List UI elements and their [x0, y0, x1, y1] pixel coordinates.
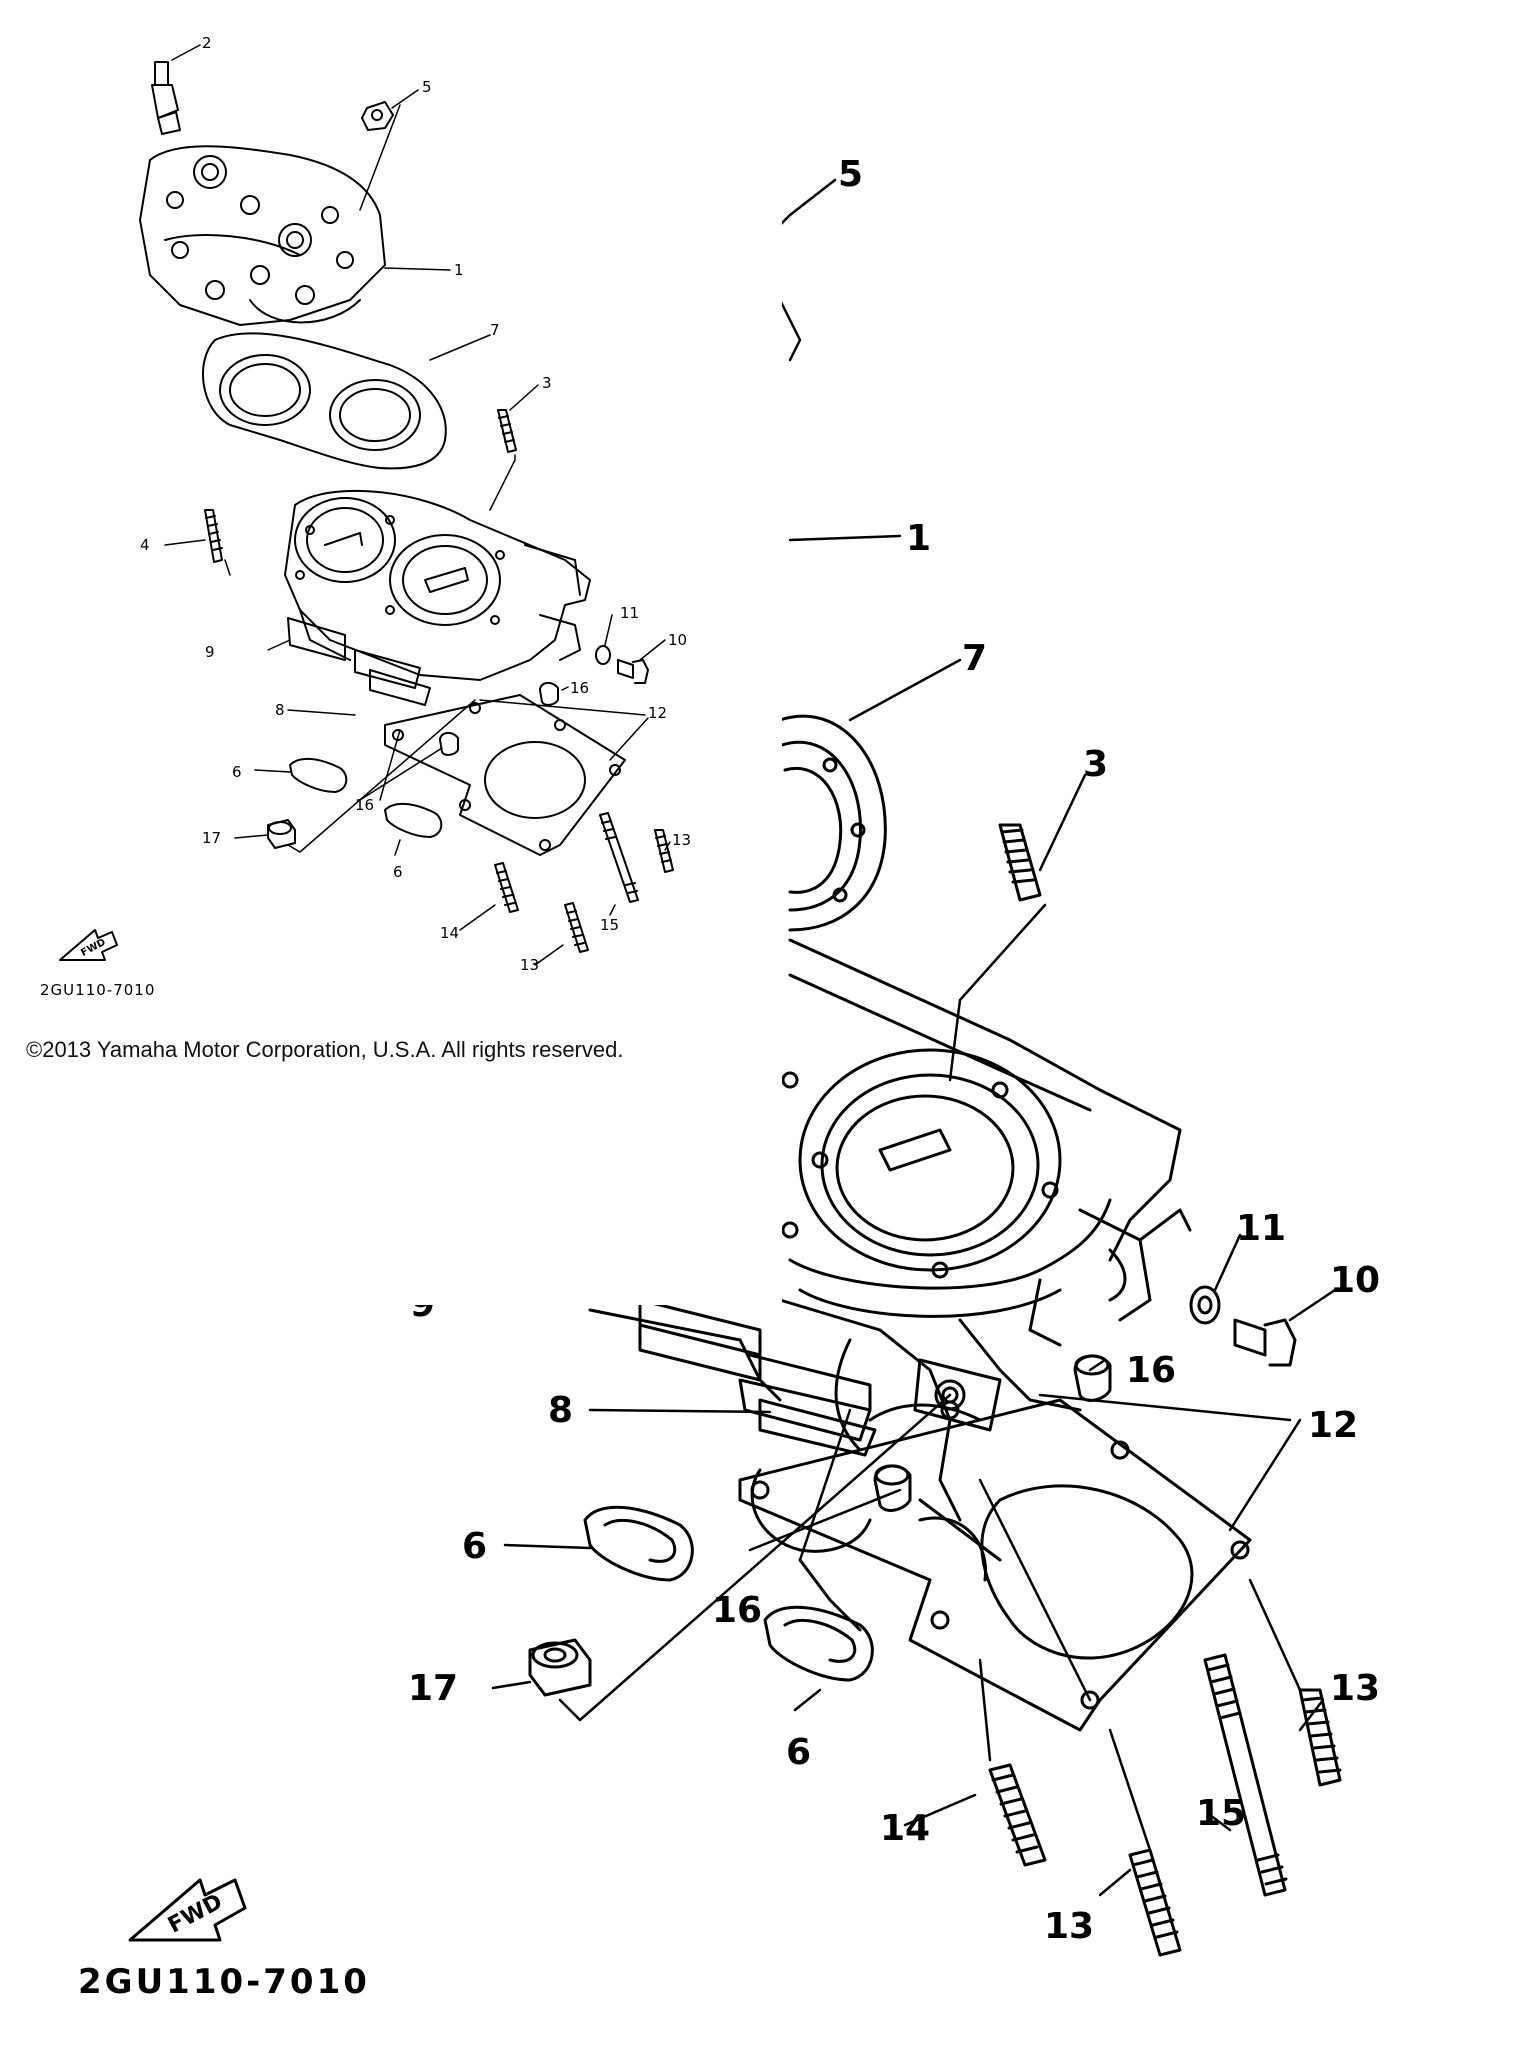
large-stud-13-bottom	[1128, 1848, 1182, 1957]
large-callout-12: 12	[1308, 1405, 1358, 1446]
large-callout-10: 10	[1330, 1260, 1380, 1301]
large-callout-8: 8	[548, 1390, 573, 1431]
large-callout-15: 15	[1196, 1793, 1246, 1834]
large-plate-6-upper	[583, 1505, 694, 1582]
large-plate-6-lower	[763, 1605, 874, 1682]
large-center-nut	[913, 1358, 1002, 1432]
large-callout-6-lower: 6	[786, 1732, 811, 1773]
large-callout-16-lower: 16	[712, 1590, 762, 1631]
large-callout-16-upper: 16	[1126, 1350, 1176, 1391]
large-diagram-code: 2GU110-7010	[78, 1962, 370, 2002]
large-dowel-16-upper	[1073, 1354, 1112, 1402]
large-fwd-arrow-icon	[128, 1878, 247, 1942]
large-callout-17: 17	[408, 1668, 458, 1709]
large-callout-13-right: 13	[1330, 1668, 1380, 1709]
large-head-gasket	[778, 714, 887, 932]
large-callout-13-bottom: 13	[1044, 1906, 1094, 1947]
large-callout-1: 1	[906, 518, 931, 559]
large-stud-3	[998, 823, 1042, 902]
large-stud-14	[988, 1763, 1047, 1867]
large-callout-7: 7	[962, 638, 987, 679]
large-callout-14: 14	[880, 1808, 930, 1849]
large-nut-17	[528, 1638, 592, 1697]
copyright-notice: ©2013 Yamaha Motor Corporation, U.S.A. A…	[26, 1037, 624, 1062]
large-base-gasket	[738, 1398, 1252, 1732]
large-callout-5: 5	[838, 154, 863, 195]
overlay-mask-top	[0, 0, 782, 1305]
large-reed-valves	[638, 1298, 877, 1457]
large-washer-11	[1189, 1285, 1221, 1325]
large-leader-lines	[491, 178, 1337, 1897]
large-dowel-16-lower	[873, 1464, 912, 1512]
large-callout-3: 3	[1083, 744, 1108, 785]
large-callout-11: 11	[1236, 1208, 1286, 1249]
large-cylinder-block	[781, 938, 1192, 1347]
large-callout-6-upper: 6	[462, 1526, 487, 1567]
large-bolt-10	[1233, 1318, 1297, 1367]
large-stud-15	[1203, 1653, 1288, 1897]
